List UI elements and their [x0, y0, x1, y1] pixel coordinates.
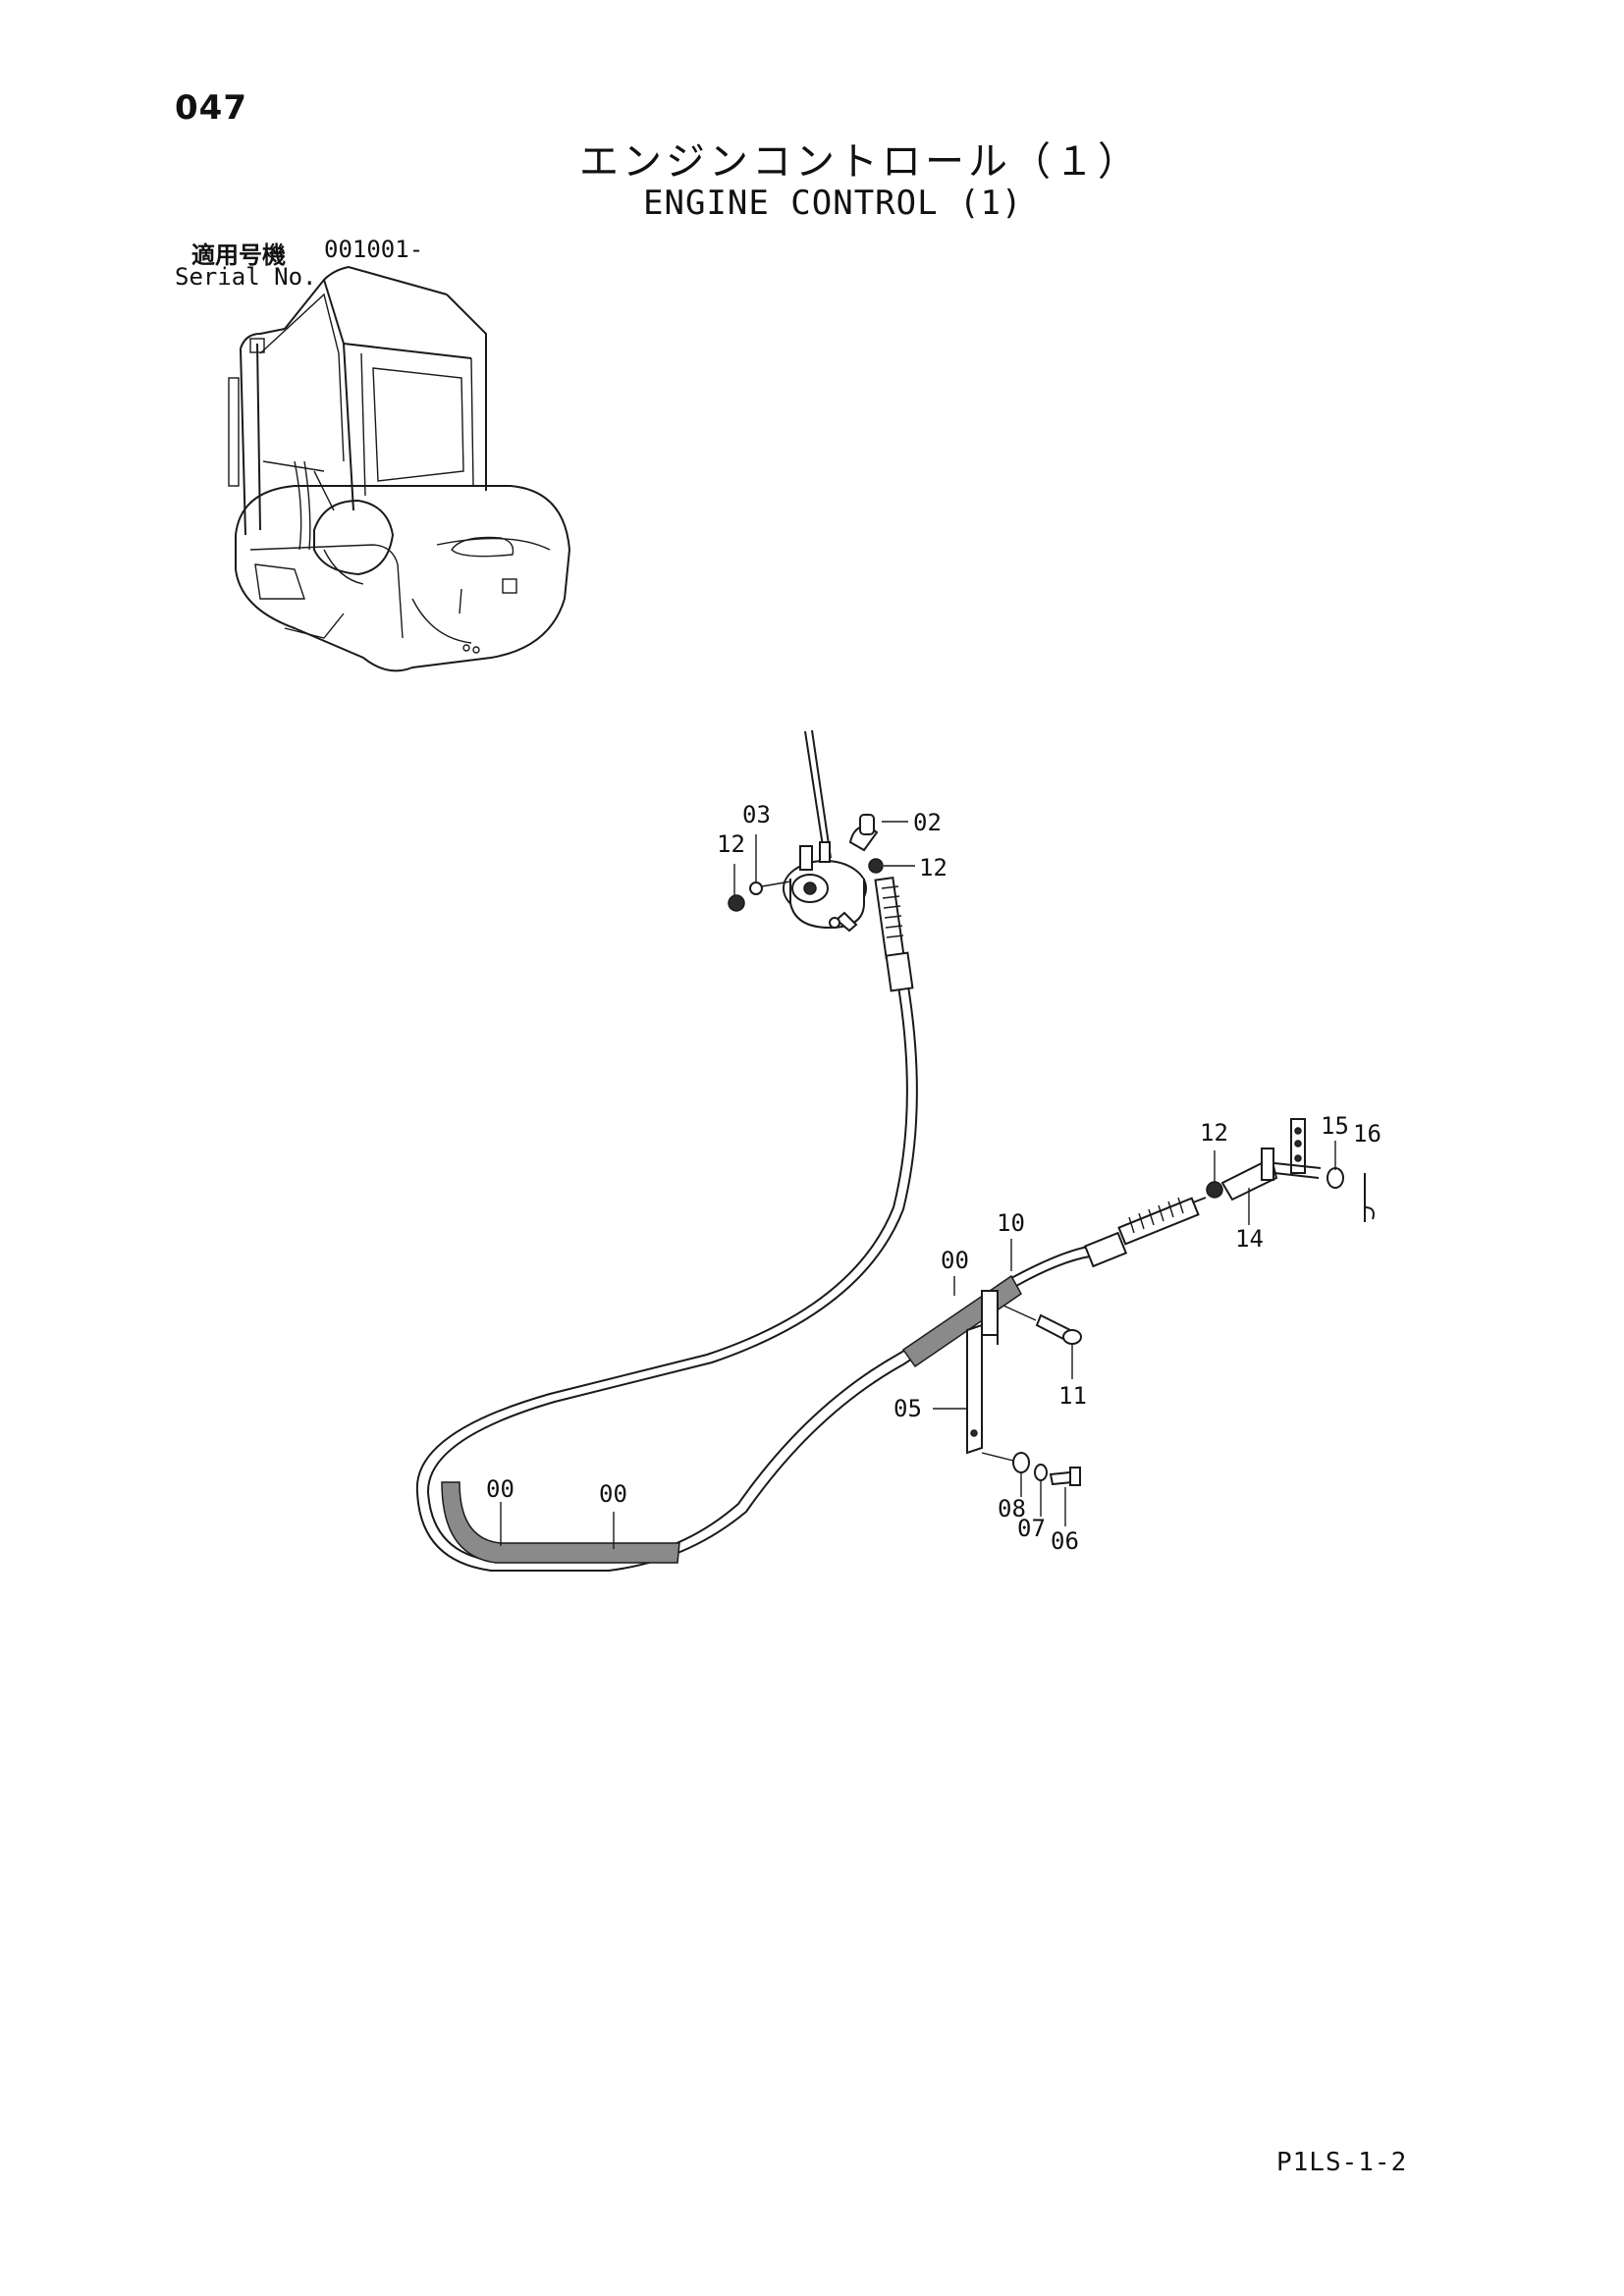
cable-sleeve [441, 1481, 680, 1564]
callout-02: 02 [913, 809, 942, 836]
actuator-motor-assembly [728, 814, 884, 933]
callout-00-lower-left: 00 [486, 1475, 514, 1503]
callout-00-upper: 00 [941, 1247, 969, 1274]
serial-label-japanese: 適用号機 [191, 241, 286, 269]
title-english: ENGINE CONTROL (1) [643, 184, 1023, 223]
callout-labels: 03 12 02 12 12 15 16 14 10 00 11 05 08 0… [486, 801, 1381, 1555]
callout-07: 07 [1017, 1515, 1046, 1542]
sheet-code: P1LS-1-2 [1276, 2148, 1408, 2177]
cable-threaded-end-upper [874, 877, 914, 992]
callout-10: 10 [997, 1209, 1025, 1237]
callout-11: 11 [1058, 1382, 1087, 1410]
callout-00-lower-right: 00 [599, 1480, 627, 1508]
title-japanese: エンジンコントロール（１） [579, 139, 1141, 185]
callout-12-upper-left: 12 [717, 830, 745, 858]
leader-lines [500, 821, 1336, 1549]
callout-16: 16 [1353, 1120, 1381, 1148]
callout-15: 15 [1321, 1112, 1349, 1140]
callout-03: 03 [742, 801, 771, 828]
excavator-locator-illustration [228, 265, 571, 672]
cable-threaded-end-lower [1083, 1197, 1207, 1268]
callout-06: 06 [1051, 1527, 1079, 1555]
serial-value: 001001- [324, 236, 424, 263]
callout-08: 08 [998, 1495, 1026, 1522]
callout-14: 14 [1235, 1225, 1264, 1253]
serial-label-english: Serial No. [175, 263, 317, 291]
cable-sleeve [901, 1274, 1022, 1368]
callout-05: 05 [893, 1395, 922, 1422]
callout-12-lever: 12 [1200, 1119, 1228, 1147]
callout-12-upper-right: 12 [919, 854, 947, 881]
bracket-assembly [966, 1290, 1082, 1486]
page-number: 047 [175, 88, 247, 128]
